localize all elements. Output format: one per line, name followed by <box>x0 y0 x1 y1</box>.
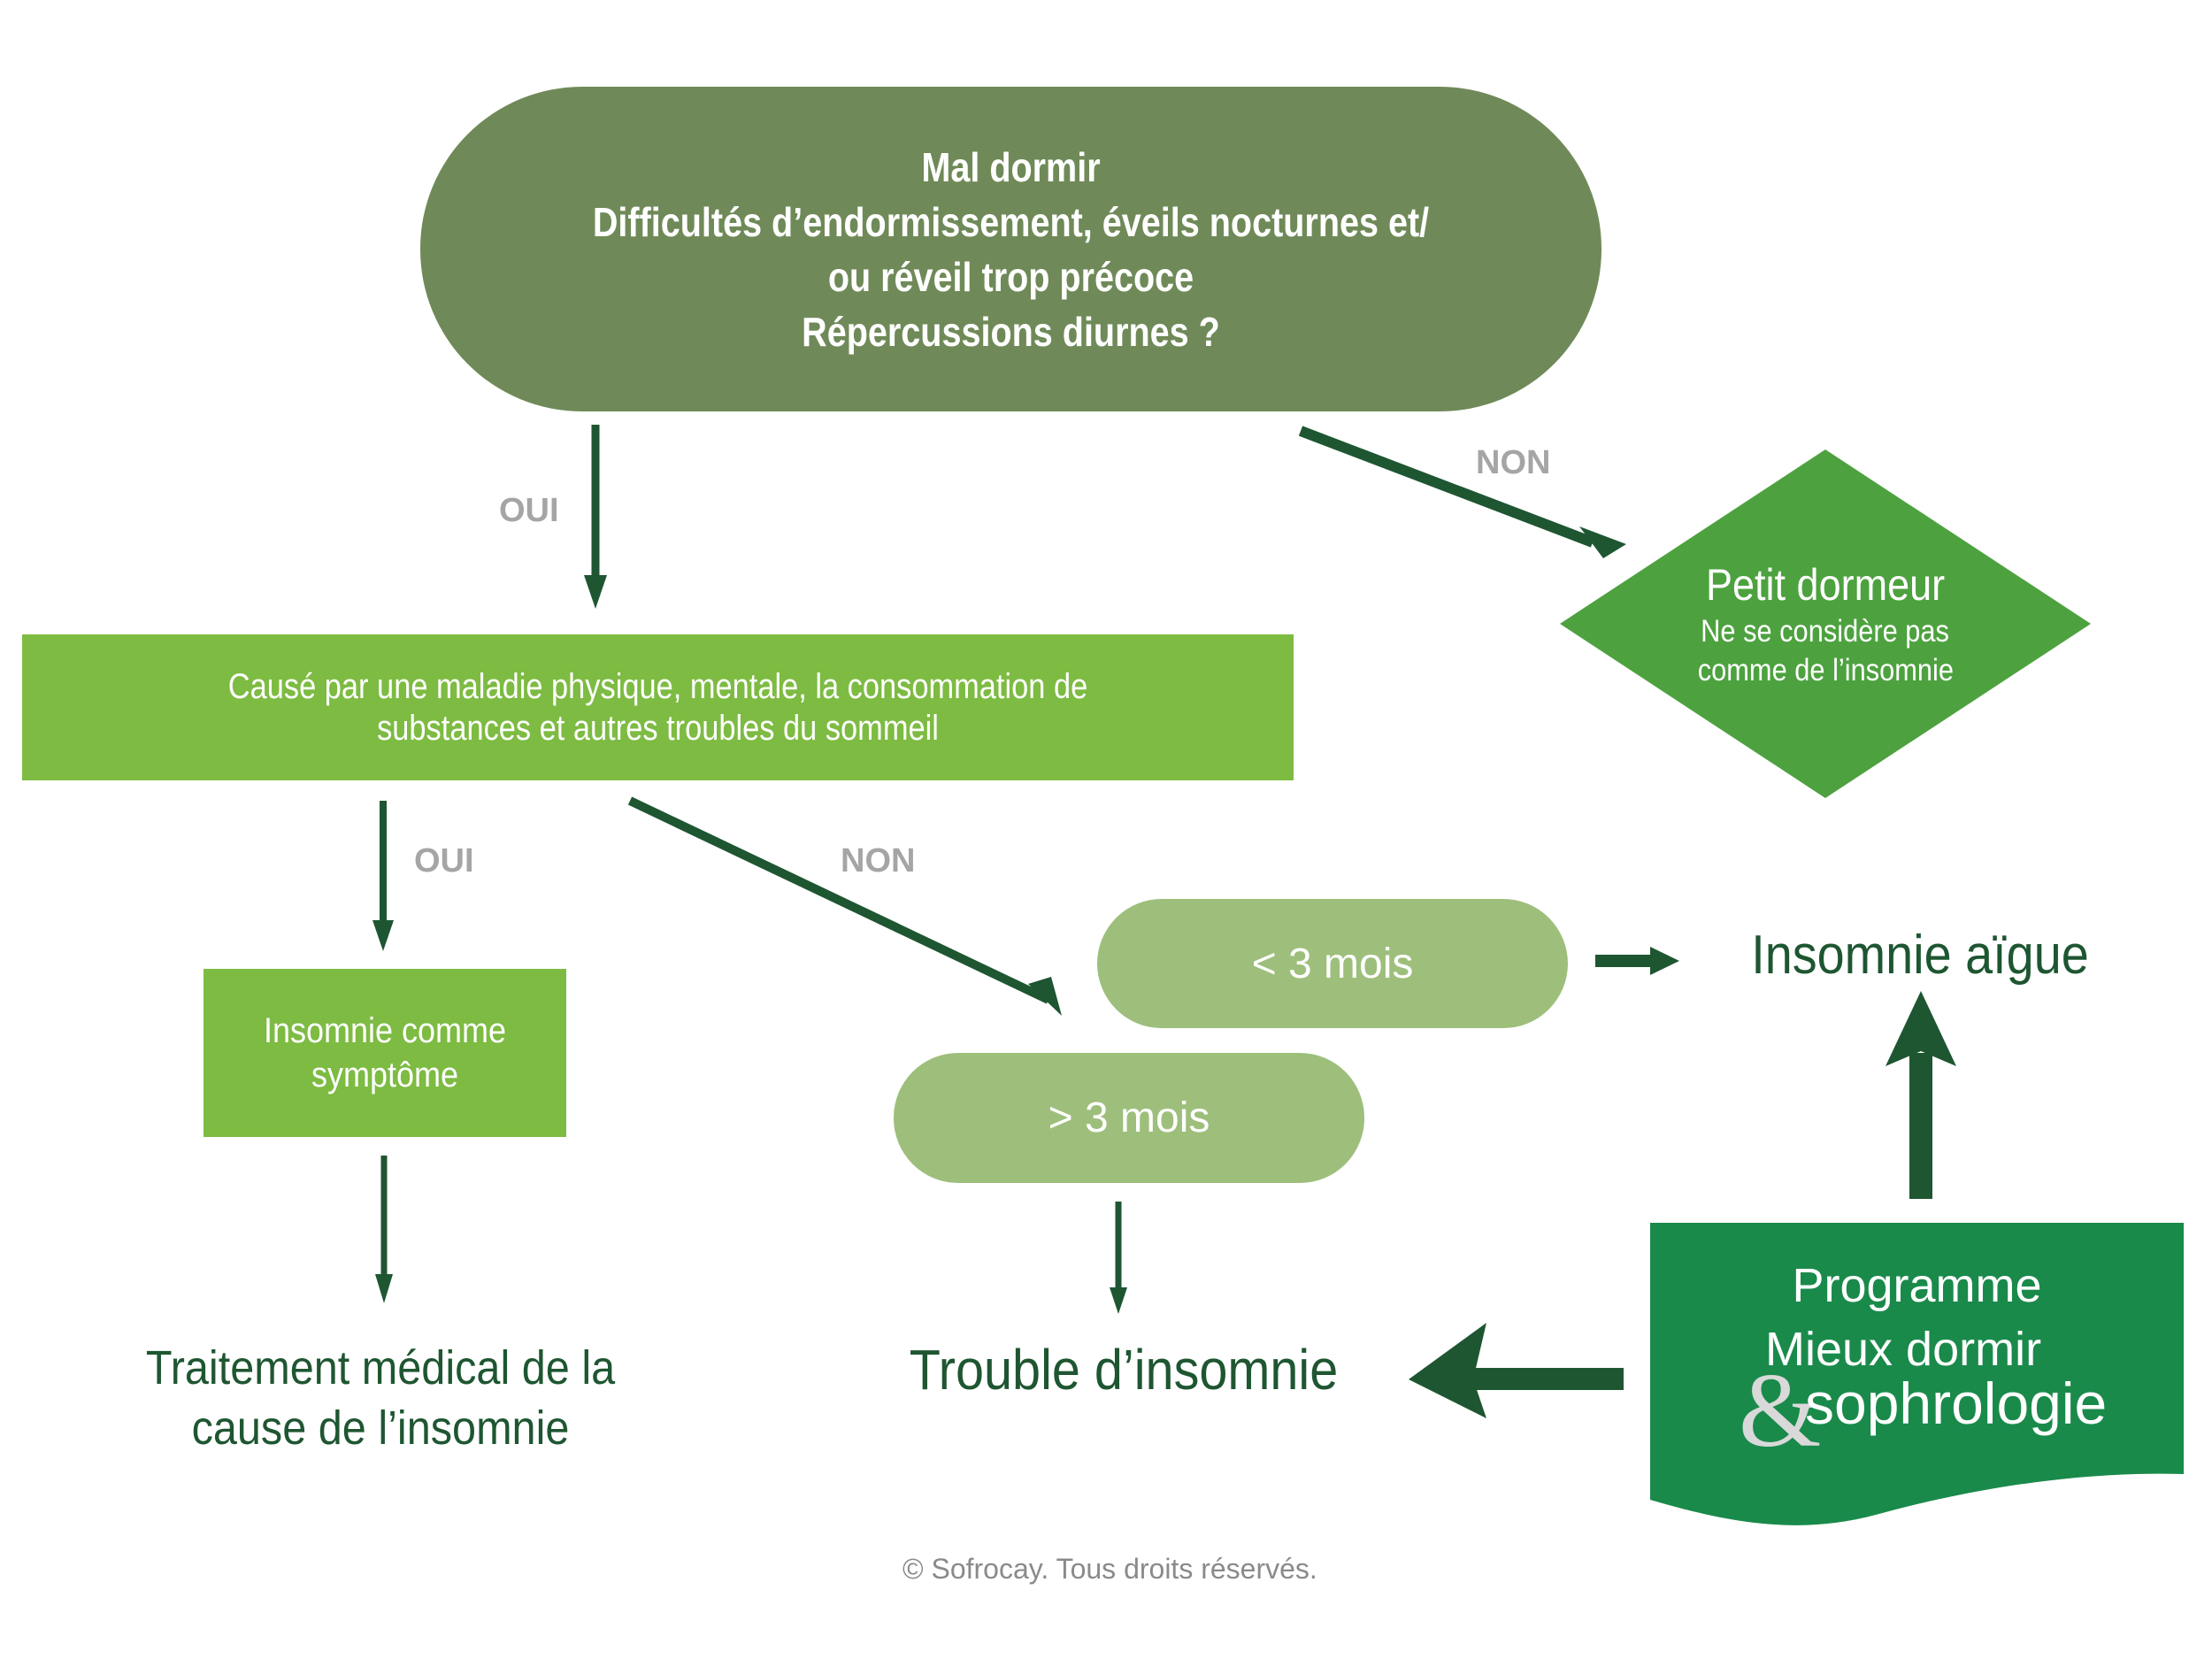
copyright-notice: © Sofrocay. Tous droits réservés. <box>902 1553 1317 1585</box>
start-node-shape <box>420 87 1601 411</box>
cause-node: Causé par une maladie physique, mentale,… <box>111 634 1205 780</box>
label-cause-yes: OUI <box>414 842 474 879</box>
start-node: Mal dormir Difficultés d’endormissement,… <box>503 87 1518 411</box>
symptom-line-1: Insomnie comme <box>263 1011 507 1050</box>
label-cause-no: NON <box>841 842 916 879</box>
short-sleeper-node-shape <box>1560 449 2091 798</box>
short-sleeper-line-2: comme de l’insomnie <box>1697 653 1954 687</box>
program-line-1: Programme <box>1792 1259 2042 1312</box>
cause-line-2: substances et autres troubles du sommeil <box>377 708 939 748</box>
ampersand-logo-icon: & <box>1739 1351 1822 1469</box>
program-node: Programme Mieux dormir & sophrologie <box>1650 1223 2184 1520</box>
arrow-program-to-acute <box>1886 991 1956 1199</box>
arrow-start-no <box>1298 426 1626 558</box>
program-line-2: Mieux dormir <box>1765 1323 2042 1376</box>
short-duration-label: < 3 mois <box>1251 940 1414 987</box>
short-duration-node: < 3 mois <box>1097 899 1568 1028</box>
short-sleeper-line-1: Ne se considère pas <box>1701 614 1950 649</box>
arrow-start-yes <box>584 425 607 609</box>
short-sleeper-node: Petit dormeur Ne se considère pas comme … <box>1593 531 2058 717</box>
label-start-yes: OUI <box>499 492 559 529</box>
long-duration-label: > 3 mois <box>1048 1094 1210 1141</box>
outcome-acute-insomnia: Insomnie aïgue <box>1751 925 2089 986</box>
long-duration-node-shape <box>894 1053 1364 1183</box>
start-line-2: Difficultés d’endormissement, éveils noc… <box>592 198 1430 245</box>
treatment-line-1: Traitement médical de la <box>145 1341 616 1394</box>
start-line-3: ou réveil trop précoce <box>827 253 1194 300</box>
arrow-long-to-disorder <box>1110 1202 1127 1314</box>
symptom-node-shape <box>204 969 566 1137</box>
label-start-no: NON <box>1476 444 1551 481</box>
outcome-medical-treatment: Traitement médical de la cause de l’inso… <box>102 1338 659 1458</box>
outcome-insomnia-disorder: Trouble d’insomnie <box>909 1338 1339 1402</box>
short-sleeper-title: Petit dormeur <box>1705 560 1946 610</box>
arrow-cause-no <box>627 796 1062 1016</box>
symptom-node: Insomnie comme symptôme <box>222 969 549 1137</box>
program-line-3: sophrologie <box>1805 1371 2108 1436</box>
treatment-line-2: cause de l’insomnie <box>191 1402 570 1455</box>
arrow-short-to-acute <box>1595 947 1679 975</box>
cause-line-1: Causé par une maladie physique, mentale,… <box>227 666 1088 706</box>
short-duration-node-shape <box>1097 899 1568 1028</box>
program-node-shape <box>1650 1223 2184 1525</box>
start-line-4: Répercussions diurnes ? <box>802 308 1220 355</box>
arrow-symptom-to-treatment <box>375 1156 393 1303</box>
cause-node-shape <box>22 634 1294 780</box>
start-line-1: Mal dormir <box>921 143 1101 190</box>
long-duration-node: > 3 mois <box>894 1053 1364 1183</box>
arrow-program-to-disorder <box>1409 1323 1624 1418</box>
symptom-line-2: symptôme <box>311 1056 459 1094</box>
arrow-cause-yes <box>373 801 394 951</box>
